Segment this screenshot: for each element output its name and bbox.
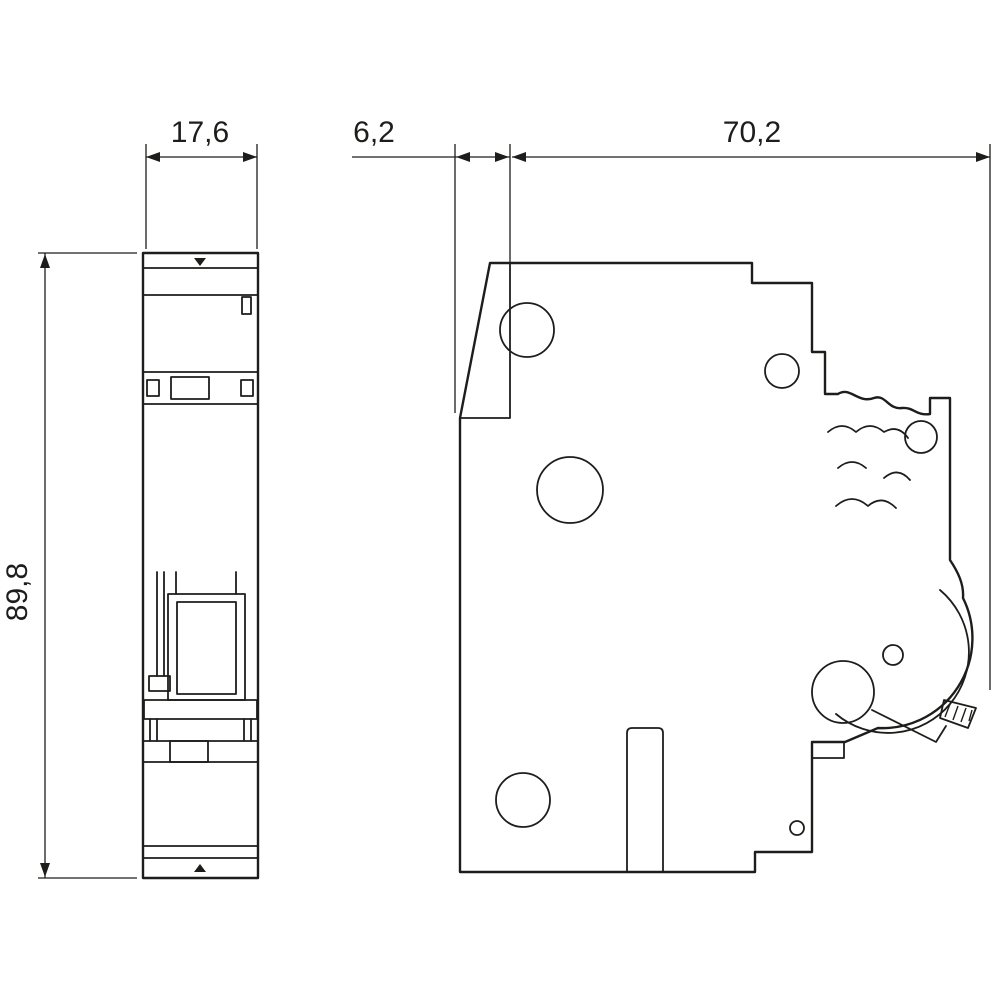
front-lower-block [169, 740, 209, 763]
side-small-hole [882, 644, 904, 666]
front-toggle-left-tab [146, 379, 160, 397]
side-bottom-slot [626, 727, 664, 873]
front-bottom-snap-mark [194, 864, 206, 872]
dimension-label-depth-front: 6,2 [353, 116, 395, 149]
side-clip-tab [939, 699, 977, 729]
front-toggle-center [170, 376, 210, 400]
dimension-label-depth-body: 70,2 [723, 116, 781, 149]
arrowhead-right [495, 152, 509, 162]
front-rail-foot [148, 675, 171, 692]
arrowhead-right [243, 152, 257, 162]
dimension-label-height: 89,8 [1, 563, 34, 621]
dimension-width: 17,6 [145, 116, 258, 249]
side-clip-step [811, 741, 845, 759]
side-clip-pivot [811, 660, 875, 724]
front-toggle-right-tab [240, 379, 254, 397]
side-clip-lever [871, 709, 947, 743]
dimension-depth-body: 70,2 [512, 116, 991, 690]
side-view [458, 261, 977, 874]
front-top-latch [241, 296, 252, 315]
arrowhead-left [512, 152, 526, 162]
side-front-nose-line [459, 262, 511, 419]
front-clamp-plate [143, 699, 258, 720]
front-body-outline [141, 251, 260, 880]
front-terminal-inner [176, 601, 237, 695]
side-body-outline [458, 261, 974, 874]
side-hole [499, 302, 555, 358]
side-tiny-hole [789, 820, 805, 836]
arrowhead-up [40, 254, 50, 268]
side-hole [904, 420, 938, 454]
arrowhead-left [456, 152, 470, 162]
arrowhead-down [40, 863, 50, 877]
side-hole [764, 353, 800, 389]
dimension-label-width: 17,6 [171, 116, 229, 149]
side-hole [495, 772, 551, 828]
front-top-snap-mark [194, 258, 206, 266]
arrowhead-right [976, 152, 990, 162]
side-din-rail-arc [835, 589, 970, 734]
front-view [141, 251, 260, 880]
side-scallop-detail [827, 425, 911, 509]
side-clip-tab-hatching [944, 703, 973, 723]
side-hole [536, 456, 604, 524]
arrowhead-left [146, 152, 160, 162]
dimension-height: 89,8 [1, 252, 137, 879]
front-terminal-outer [167, 593, 246, 701]
dimension-depth-front: 6,2 [352, 116, 511, 413]
